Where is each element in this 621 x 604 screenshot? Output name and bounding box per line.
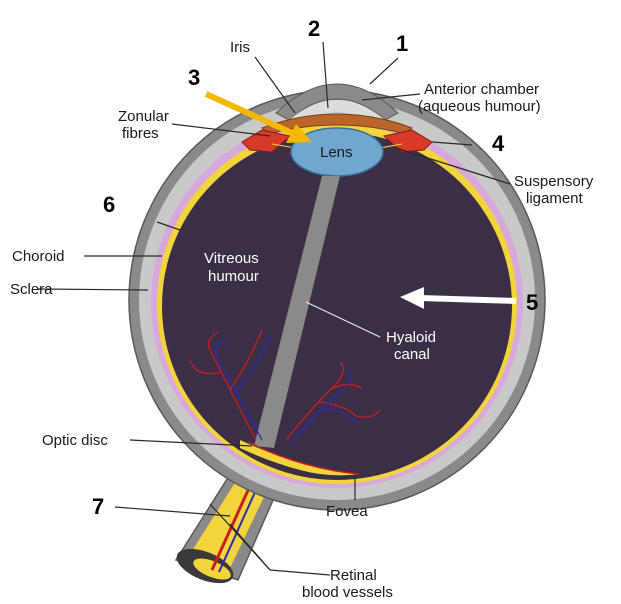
number-3: 3	[188, 65, 200, 90]
canal-label: canal	[394, 346, 430, 363]
fibres-label: fibres	[122, 125, 159, 142]
number-7: 7	[92, 494, 104, 519]
number-5: 5	[526, 290, 538, 315]
number-2: 2	[308, 16, 320, 41]
number-6: 6	[103, 192, 115, 217]
choroid-label: Choroid	[12, 248, 65, 265]
number-1: 1	[396, 31, 408, 56]
hyaloid-canal-shape	[254, 176, 340, 448]
leader-lines	[37, 41, 511, 576]
fovea-label: Fovea	[326, 503, 368, 520]
blood-vessels-label: blood vessels	[302, 584, 393, 601]
hyaloid-label: Hyaloid	[386, 329, 436, 346]
eyeball	[128, 89, 546, 511]
posterior-retina	[240, 440, 360, 476]
aqueous-humour-label: (aqueous humour)	[418, 98, 541, 115]
yellow-arrow	[204, 91, 312, 143]
vitreous-label: Vitreous	[204, 250, 259, 267]
suspensory-label: Suspensory	[514, 173, 594, 190]
sclera-label: Sclera	[10, 281, 53, 298]
number-4: 4	[492, 131, 505, 156]
ciliary-body	[241, 129, 433, 153]
retinal-label: Retinal	[330, 567, 377, 584]
ligament-label: ligament	[526, 190, 584, 207]
optic-disc-label: Optic disc	[42, 432, 108, 449]
white-arrow	[400, 287, 517, 309]
vitreous-body	[162, 132, 512, 480]
zonular-label: Zonular	[118, 108, 169, 125]
retinal-vessels	[189, 329, 381, 445]
iris-label: Iris	[230, 39, 250, 56]
lens-label: Lens	[320, 144, 353, 161]
anterior-chamber-label: Anterior chamber	[424, 81, 539, 98]
humour-label: humour	[208, 268, 259, 285]
